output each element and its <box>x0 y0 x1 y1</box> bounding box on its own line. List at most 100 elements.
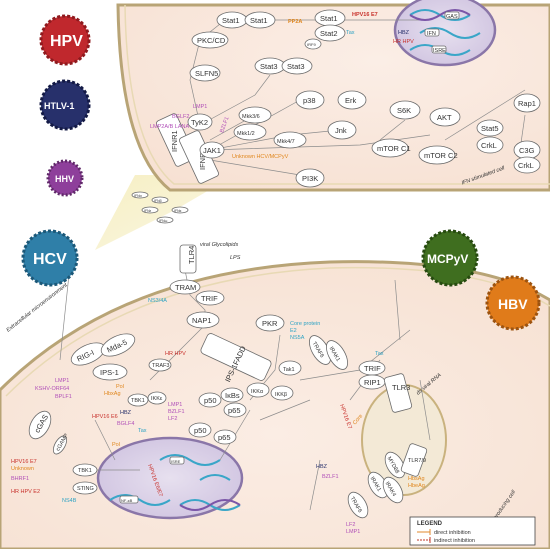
crkl-label: CrkL <box>481 141 497 150</box>
hbz-annotation: HBZ <box>120 410 132 416</box>
bplf1-annotation: BPLF1 <box>55 394 72 400</box>
ikke-label: IKKε <box>151 396 163 402</box>
myd88-node[interactable] <box>381 449 409 481</box>
tak1-node[interactable] <box>278 360 302 376</box>
ikka-node[interactable] <box>246 382 270 398</box>
ifn-beta-label: IFNβ <box>154 199 162 203</box>
cgamp-node[interactable] <box>51 434 70 456</box>
mda5-node[interactable] <box>98 329 138 361</box>
gas-box <box>444 11 460 20</box>
erk-node[interactable] <box>337 90 367 110</box>
hpv16e7-annotation: HPV16 E7 <box>352 12 378 18</box>
hpv-virus-icon <box>39 14 91 66</box>
cgas-node[interactable] <box>25 408 56 443</box>
hbv-virus-icon <box>485 275 541 331</box>
tyk2-node[interactable] <box>187 113 213 131</box>
tlr4-receptor[interactable] <box>179 244 197 274</box>
isre-box <box>431 45 447 54</box>
jnk-node[interactable] <box>327 120 357 140</box>
p65-node[interactable] <box>213 429 237 445</box>
stat5-node[interactable] <box>476 119 504 137</box>
lmp1-annotation: LMP1 <box>193 104 207 110</box>
mtorc1-node[interactable] <box>371 138 409 158</box>
jnk-label: Jnk <box>335 126 347 135</box>
mcpyv-virus-icon <box>421 229 479 287</box>
lmp1-annotation: LMP1 <box>55 378 69 384</box>
stat2-label: Stat2 <box>320 29 338 38</box>
stat1-node[interactable] <box>244 11 276 29</box>
gas-label: GAS <box>446 14 458 20</box>
tbk1-node[interactable] <box>127 393 149 407</box>
p38-node[interactable] <box>295 90 325 110</box>
trif-node[interactable] <box>195 290 225 306</box>
p50-node[interactable] <box>188 422 212 438</box>
tlr3-receptor[interactable] <box>383 373 413 413</box>
ips1fadd-node[interactable] <box>200 332 273 382</box>
irf9-node <box>304 38 322 50</box>
irak1-node[interactable] <box>322 337 352 373</box>
ikke-node[interactable] <box>147 391 167 405</box>
mtorc2-node[interactable] <box>418 145 456 165</box>
pi3k-node[interactable] <box>295 168 325 188</box>
p65-node[interactable] <box>223 402 247 418</box>
isre-label: ISRE <box>433 48 446 54</box>
ns3-annotation: NS3/4A <box>148 298 167 304</box>
hpv16e6-annotation: HPV16 E6 <box>92 414 118 420</box>
tlr79-receptor[interactable] <box>400 443 428 477</box>
stat2-node[interactable] <box>314 24 346 42</box>
pkc-node[interactable] <box>191 31 229 49</box>
c3g-label: C3G <box>519 146 535 155</box>
mtorc1-label: mTOR C1 <box>377 144 411 153</box>
top-nucleus-dna: GAS IFN ISRE <box>409 9 481 56</box>
p50-node[interactable] <box>198 392 222 408</box>
tram-node[interactable] <box>169 279 201 295</box>
rap1-node[interactable] <box>513 93 541 113</box>
ifnr1-label: IFNR1 <box>170 130 179 152</box>
mtorc2-label: mTOR C2 <box>424 151 458 160</box>
nap1-node[interactable] <box>186 311 220 329</box>
ifn-kappa-label: IFNκ <box>174 209 182 213</box>
tbk1-node[interactable] <box>72 463 98 477</box>
pol-annotation: Pol <box>112 442 120 448</box>
akt-node[interactable] <box>429 107 461 127</box>
lmp1-annotation: LMP1 <box>168 402 182 408</box>
hrhpv-annotation: HR HPV <box>393 39 414 45</box>
crkl-node[interactable] <box>476 136 504 154</box>
traf3-node[interactable] <box>148 358 172 372</box>
mkk36-node[interactable] <box>238 106 272 124</box>
mkk47-label: Mkk4/7 <box>277 139 295 145</box>
htlv1-label: HTLV-1 <box>44 101 74 111</box>
erk-label: Erk <box>345 96 357 105</box>
p65-label: p65 <box>218 433 231 442</box>
jak1-node[interactable] <box>199 141 225 159</box>
ikka-label: IKKα <box>251 389 264 395</box>
tax-annotation: Tax <box>346 30 355 36</box>
mkk36-label: Mkk3/6 <box>242 114 260 120</box>
slfn5-node[interactable] <box>189 64 221 82</box>
legend: LEGEND direct inhibition indirect inhibi… <box>409 516 536 546</box>
ikbs-node[interactable] <box>220 387 244 403</box>
stat3-node[interactable] <box>281 57 313 75</box>
jak1-label: JAK1 <box>203 146 221 155</box>
traf6-node[interactable] <box>344 489 372 521</box>
ikkb-node[interactable] <box>270 385 294 401</box>
p38-label: p38 <box>303 96 316 105</box>
tlr3-label: TLR3 <box>392 383 410 392</box>
nfkb-box <box>119 495 139 504</box>
mkk47-node[interactable] <box>273 131 307 149</box>
bottom-nucleus-dna: NF-κB ISRE <box>109 454 241 511</box>
ips1-node[interactable] <box>92 363 128 381</box>
irak4-node[interactable] <box>379 474 407 506</box>
crkl-node[interactable] <box>513 156 541 174</box>
mkk12-node[interactable] <box>233 123 267 141</box>
sting-node[interactable] <box>72 481 98 495</box>
nap1-label: NAP1 <box>192 316 212 325</box>
bglf4-annotation: BGLF4 <box>117 421 134 427</box>
sting-label: STING <box>77 486 94 492</box>
ifn-gene-label: IFN <box>427 31 436 37</box>
bzlf1-annotation: BZLF1 <box>168 409 185 415</box>
pkr-node[interactable] <box>255 314 285 332</box>
s6k-node[interactable] <box>389 100 421 120</box>
tax-annotation: Tax <box>375 351 384 357</box>
